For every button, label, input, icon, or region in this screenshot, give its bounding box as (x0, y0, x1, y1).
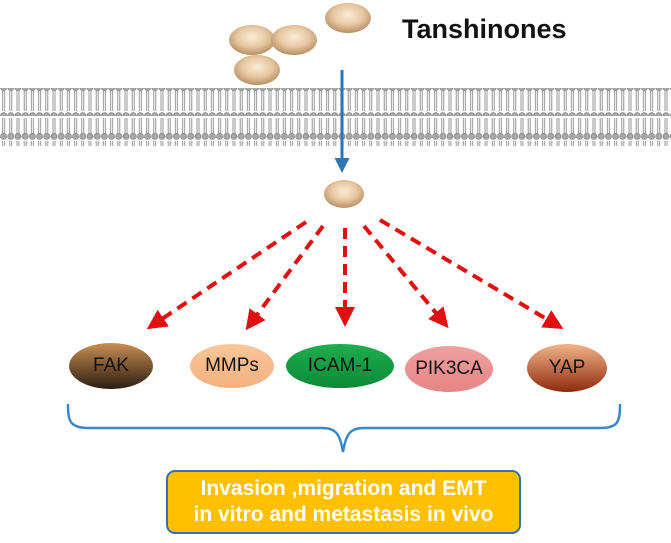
arrow-to-yap (378, 218, 564, 330)
target-label-fak: FAK (93, 355, 129, 376)
outcome-line-2: in vitro and metastasis in vivo (193, 503, 494, 526)
target-label-pik3ca: PIK3CA (415, 358, 483, 379)
arrow-to-mmps (245, 224, 325, 331)
outcome-line-1: Invasion ,migration and EMT (200, 477, 487, 500)
target-pik3ca (405, 346, 493, 392)
grouping-bracket (66, 403, 622, 453)
target-yap (527, 344, 607, 392)
target-label-mmps: MMPs (205, 355, 259, 376)
molecule (325, 3, 371, 33)
molecule (229, 25, 275, 55)
molecule-cluster (229, 3, 371, 85)
outcome-box: Invasion ,migration and EMT in vitro and… (166, 470, 521, 534)
arrow-to-fak (146, 220, 308, 330)
target-label-yap: YAP (548, 357, 586, 378)
title: Tanshinones (402, 14, 567, 44)
targets (69, 343, 607, 392)
target-icam-1 (286, 344, 394, 388)
molecule (271, 25, 317, 55)
target-mmps (190, 344, 274, 388)
molecule (234, 55, 280, 85)
target-fak (69, 343, 153, 389)
target-label-icam-1: ICAM-1 (307, 355, 373, 376)
cell-membrane (0, 88, 671, 146)
intracellular-molecule (324, 180, 364, 208)
arrow-to-pik3ca (362, 224, 449, 329)
signal-arrows (146, 218, 564, 331)
